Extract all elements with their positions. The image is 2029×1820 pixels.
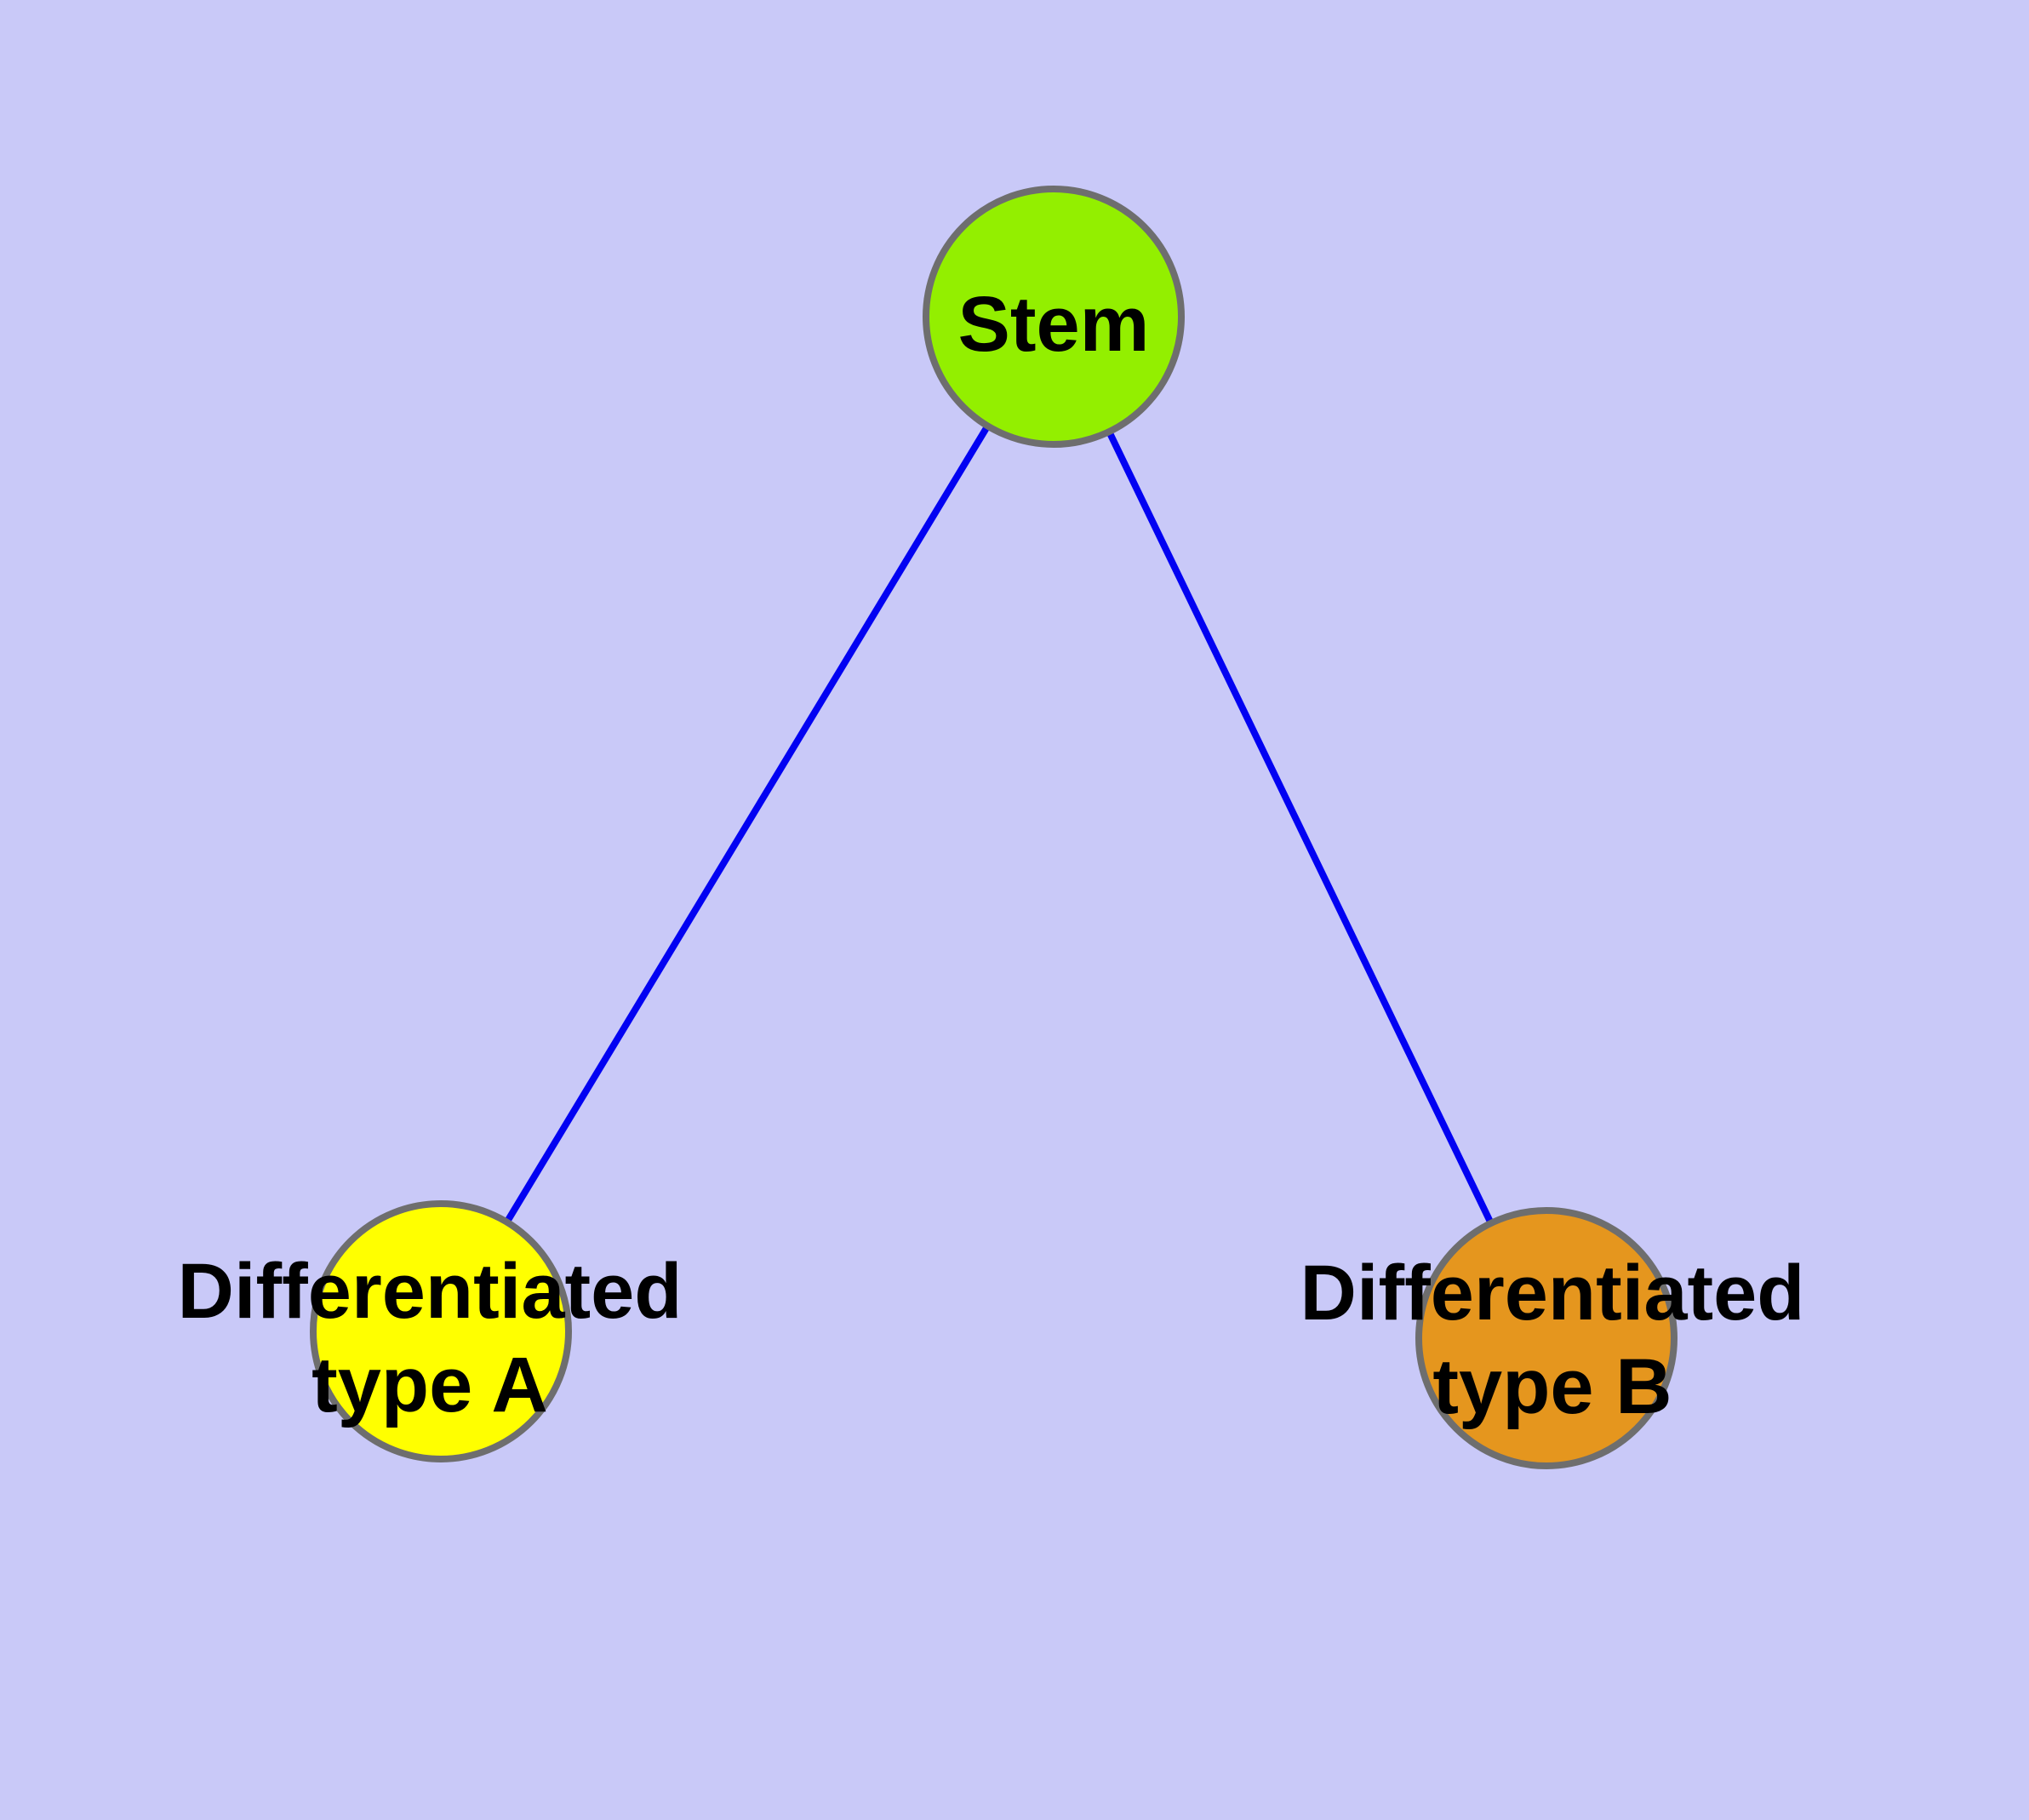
stem-node-label: Stem	[958, 281, 1150, 368]
differentiated-type-b-node	[1415, 1207, 1677, 1469]
stem-node	[923, 186, 1185, 448]
type-b-node-label-line2: type B	[1432, 1343, 1672, 1430]
edge-stem-to-type-a	[437, 314, 1057, 1334]
differentiated-type-a-node	[310, 1200, 572, 1462]
type-a-node-label-line1: Differentiated	[178, 1248, 683, 1335]
type-a-node-label-line2: type A	[311, 1342, 548, 1428]
type-b-node-label-line1: Differentiated	[1300, 1250, 1805, 1336]
edge-stem-to-type-b	[1050, 315, 1550, 1340]
